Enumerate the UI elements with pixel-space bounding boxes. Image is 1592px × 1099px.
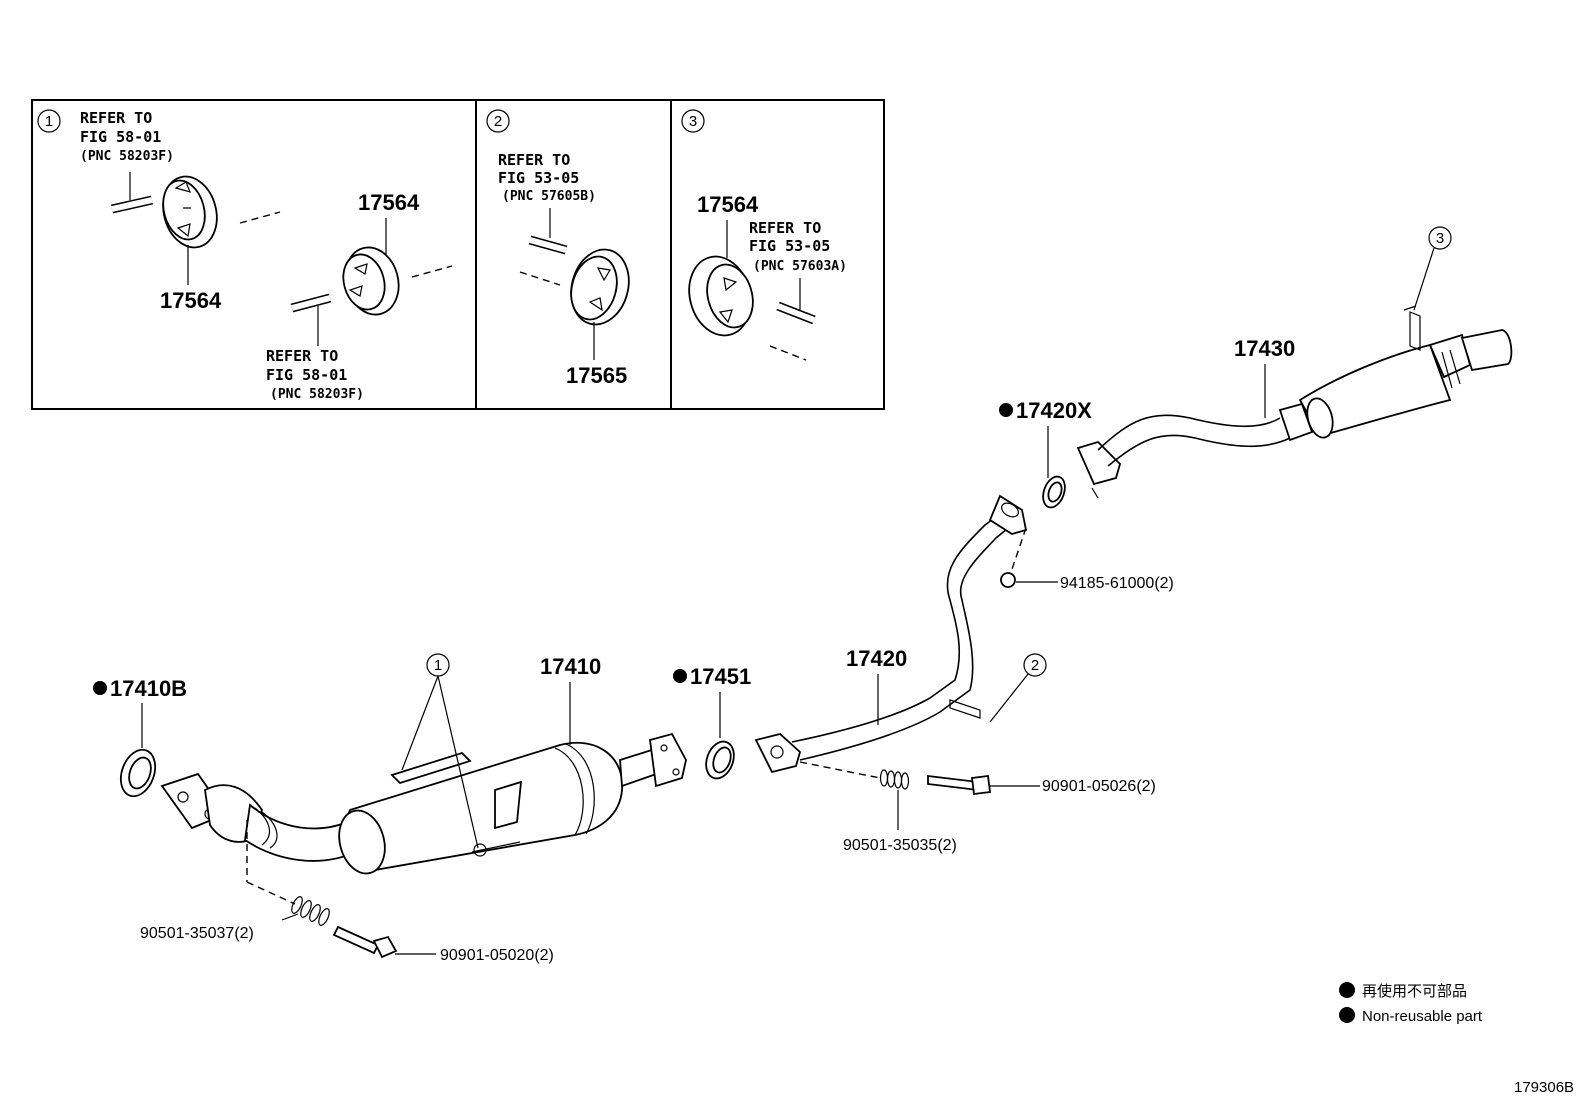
gasket-17410B[interactable]: 17410B	[93, 676, 187, 801]
center-pipe-17420[interactable]: 17420 2	[754, 494, 1047, 774]
part-17430-label: 17430	[1234, 336, 1295, 361]
muffler-17430[interactable]: 17430 3	[1076, 226, 1513, 499]
part-17420X-label: 17420X	[1016, 398, 1092, 423]
panel-1-ref-line2: FIG 58-01	[80, 128, 161, 146]
panel-3-ref-line2: FIG 53-05	[749, 237, 830, 255]
gasket-17451[interactable]: 17451	[673, 664, 751, 782]
panel-3-number: 3	[689, 113, 697, 130]
part-17451-label: 17451	[690, 664, 751, 689]
panel-3-part-17564: 17564	[697, 192, 759, 217]
callout-3-number: 3	[1436, 230, 1444, 247]
front-flange-bolts[interactable]: 90501-35037(2) 90901-05020(2)	[140, 820, 554, 964]
legend-non-reusable-jp: 再使用不可部品	[1362, 983, 1467, 1000]
panel-2-ref-line1: REFER TO	[498, 151, 570, 169]
callout-1-number: 1	[434, 657, 442, 674]
legend: 再使用不可部品 Non-reusable part	[1339, 982, 1483, 1025]
gasket-17420X[interactable]: 17420X 94185-61000(2)	[999, 398, 1174, 592]
panel-1-ref2-line3: (PNC 58203F)	[270, 387, 364, 402]
spring-90501-35035-label: 90501-35035(2)	[843, 837, 957, 854]
panel-2-ref-line2: FIG 53-05	[498, 169, 579, 187]
panel-2-ref-line3: (PNC 57605B)	[502, 189, 596, 204]
callout-2-number: 2	[1031, 657, 1039, 674]
panel-1-number: 1	[45, 113, 53, 130]
panel-1-part-17564-b: 17564	[358, 190, 420, 215]
legend-non-reusable-en: Non-reusable part	[1362, 1008, 1483, 1025]
panel-1-ref-line1: REFER TO	[80, 109, 152, 127]
panel-1-ref-line3: (PNC 58203F)	[80, 149, 174, 164]
part-17410-label: 17410	[540, 654, 601, 679]
bolt-90901-05026-label: 90901-05026(2)	[1042, 778, 1156, 795]
panel-1-ref2-line2: FIG 58-01	[266, 366, 347, 384]
center-flange-bolts[interactable]: 90501-35035(2) 90901-05026(2)	[799, 761, 1156, 854]
diagram-code: 179306B	[1514, 1079, 1574, 1096]
inset-panel-2: 2 REFER TO FIG 53-05 (PNC 57605B) 17565	[486, 109, 630, 388]
panel-3-ref-line3: (PNC 57603A)	[753, 259, 847, 274]
panel-1-part-17564-a: 17564	[160, 288, 222, 313]
part-17410B-label: 17410B	[110, 676, 187, 701]
front-pipe-converter-17410[interactable]: 1 17410	[160, 653, 687, 879]
nut-94185-61000-label: 94185-61000(2)	[1060, 575, 1174, 592]
panel-1-ref2-line1: REFER TO	[266, 347, 338, 365]
bolt-90901-05020-label: 90901-05020(2)	[440, 947, 554, 964]
panel-2-number: 2	[494, 113, 502, 130]
inset-panel-3: 3 17564 REFER TO FIG 53-05 (PNC 57603A)	[681, 109, 847, 361]
panel-3-ref-line1: REFER TO	[749, 219, 821, 237]
panel-2-part-17565: 17565	[566, 363, 627, 388]
part-17420-label: 17420	[846, 646, 907, 671]
spring-90501-35037-label: 90501-35037(2)	[140, 925, 254, 942]
inset-box	[31, 99, 885, 410]
inset-panel-1: 1 REFER TO FIG 58-01 (PNC 58203F) 17564 …	[37, 109, 453, 402]
